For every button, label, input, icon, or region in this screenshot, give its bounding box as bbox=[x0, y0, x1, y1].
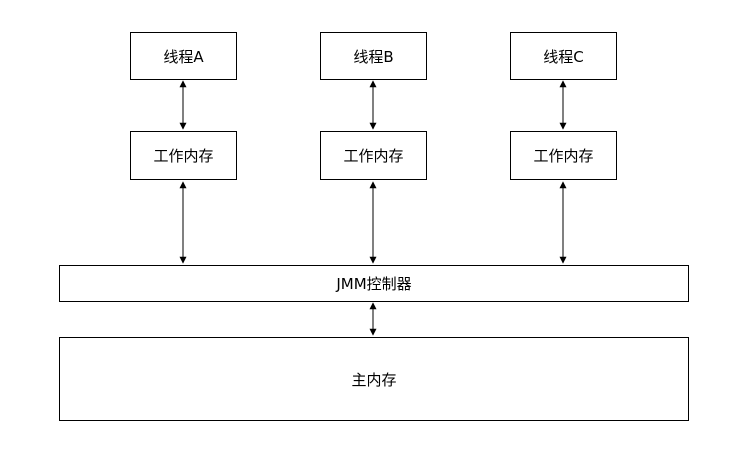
thread-b-box: 线程B bbox=[320, 32, 427, 80]
working-memory-c-box: 工作内存 bbox=[510, 131, 617, 180]
thread-c-box: 线程C bbox=[510, 32, 617, 80]
thread-a-label: 线程A bbox=[163, 47, 204, 66]
thread-c-label: 线程C bbox=[543, 47, 584, 66]
jmm-controller-label: JMM控制器 bbox=[336, 275, 412, 293]
working-memory-a-box: 工作内存 bbox=[130, 131, 237, 180]
jmm-controller-box: JMM控制器 bbox=[59, 265, 689, 302]
thread-b-label: 线程B bbox=[353, 47, 394, 66]
main-memory-box: 主内存 bbox=[59, 337, 689, 421]
working-memory-c-label: 工作内存 bbox=[533, 147, 594, 165]
working-memory-b-box: 工作内存 bbox=[320, 131, 427, 180]
thread-a-box: 线程A bbox=[130, 32, 237, 80]
working-memory-b-label: 工作内存 bbox=[343, 147, 404, 165]
working-memory-a-label: 工作内存 bbox=[153, 147, 214, 165]
main-memory-label: 主内存 bbox=[351, 370, 397, 389]
